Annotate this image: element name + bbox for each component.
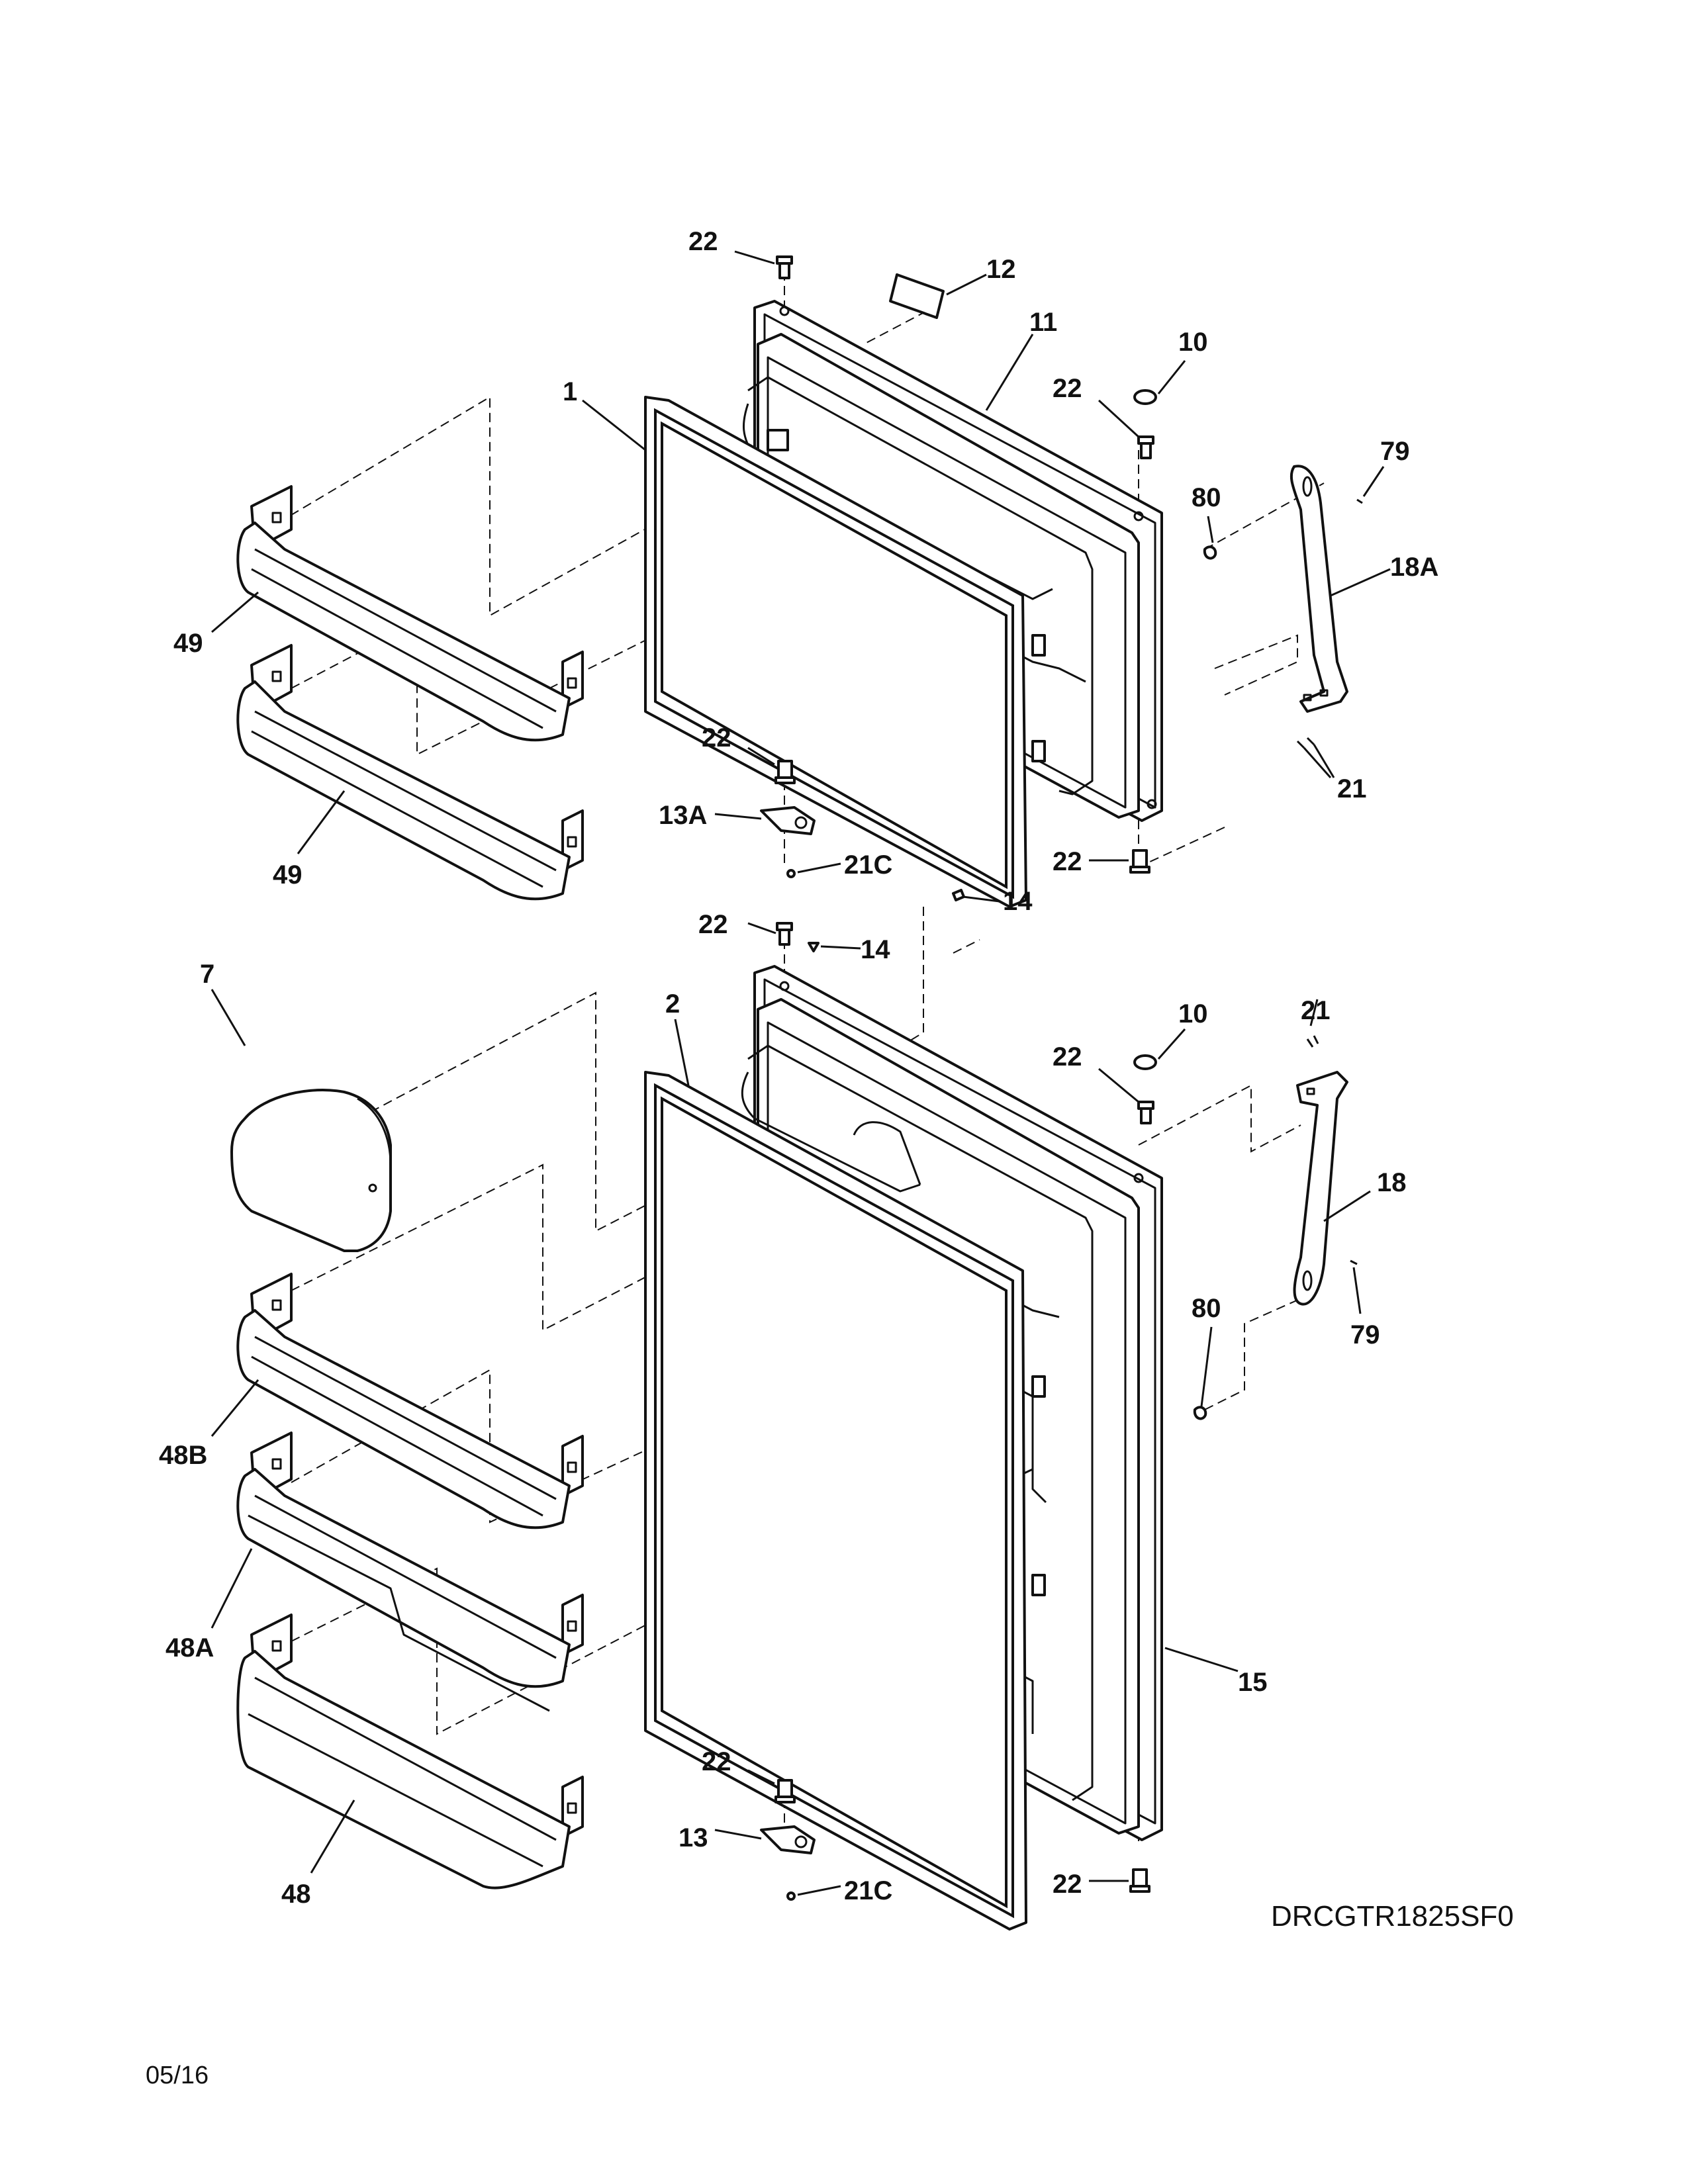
hinge-13a [760, 806, 816, 835]
freezer-door-shelf-upper [236, 485, 584, 742]
screw-22-freezer-right [1137, 435, 1154, 459]
freezer-door-handle [1289, 465, 1348, 713]
door-shelf-48 [236, 1614, 584, 1889]
label-22: 22 [702, 1747, 731, 1776]
label-79: 79 [1350, 1320, 1380, 1349]
plug-80a [1203, 545, 1217, 560]
label-80: 80 [1192, 1294, 1221, 1323]
label-13: 13 [679, 1823, 708, 1852]
screw-22-freezer-hinge [1129, 849, 1150, 874]
label-22: 22 [1053, 1042, 1082, 1071]
label-21c: 21C [844, 850, 892, 880]
label-15: 15 [1238, 1668, 1268, 1697]
label-13a: 13A [659, 801, 707, 830]
freezer-door-shelf-lower [236, 644, 584, 901]
screw-22-fresh-bottom [774, 1779, 796, 1803]
label-14: 14 [1003, 887, 1033, 916]
label-22: 22 [1053, 374, 1082, 403]
label-22: 22 [1053, 1870, 1082, 1899]
label-48b: 48B [159, 1441, 207, 1470]
label-18a: 18A [1390, 553, 1438, 582]
label-10: 10 [1178, 328, 1208, 357]
label-48: 48 [281, 1880, 311, 1909]
label-21: 21 [1337, 774, 1367, 803]
hardware-parts [760, 255, 1363, 1901]
label-22: 22 [698, 910, 728, 939]
label-1: 1 [563, 377, 577, 406]
screw-22-fresh-right [1137, 1101, 1154, 1124]
label-22: 22 [688, 227, 718, 256]
hinge-13 [760, 1825, 816, 1854]
hinge-cover-10a [1133, 389, 1157, 405]
freezer-door-gasket [644, 396, 1027, 908]
label-79: 79 [1380, 437, 1410, 466]
revision-date: 05/16 [146, 2062, 209, 2089]
label-11: 11 [1029, 308, 1057, 337]
label-80: 80 [1192, 483, 1221, 512]
label-22: 22 [1053, 847, 1082, 876]
plug-80b [1193, 1406, 1207, 1420]
label-12: 12 [986, 255, 1016, 284]
label-2: 2 [665, 989, 680, 1019]
label-10: 10 [1178, 999, 1208, 1028]
label-48a: 48A [165, 1633, 214, 1662]
dairy-compartment [230, 1089, 392, 1252]
fresh-food-door-handle [1293, 1071, 1348, 1306]
screw-22-top [776, 255, 793, 279]
label-22: 22 [702, 723, 731, 752]
diagram-code: DRCGTR1825SF0 [1271, 1900, 1514, 1933]
label-7: 7 [200, 960, 214, 989]
fresh-food-door-gasket [644, 1071, 1027, 1931]
screw-22-fresh-top [776, 922, 793, 946]
label-21c: 21C [844, 1876, 892, 1905]
label-21: 21 [1301, 996, 1331, 1025]
label-49: 49 [173, 629, 203, 658]
screw-22-freezer-bottom [774, 760, 796, 784]
door-shelf-48b [236, 1273, 584, 1529]
callout-leader-lines [211, 250, 1391, 1896]
rating-label-12 [889, 273, 945, 319]
label-18: 18 [1377, 1168, 1407, 1197]
door-shelf-48a [236, 1432, 584, 1712]
screw-22-fresh-hinge [1129, 1868, 1150, 1893]
part-number-labels: 22 12 11 10 22 1 80 79 18A 49 49 22 13A … [159, 227, 1438, 1909]
label-49: 49 [273, 860, 303, 889]
hinge-cover-10b [1133, 1054, 1157, 1070]
label-14: 14 [861, 935, 890, 964]
